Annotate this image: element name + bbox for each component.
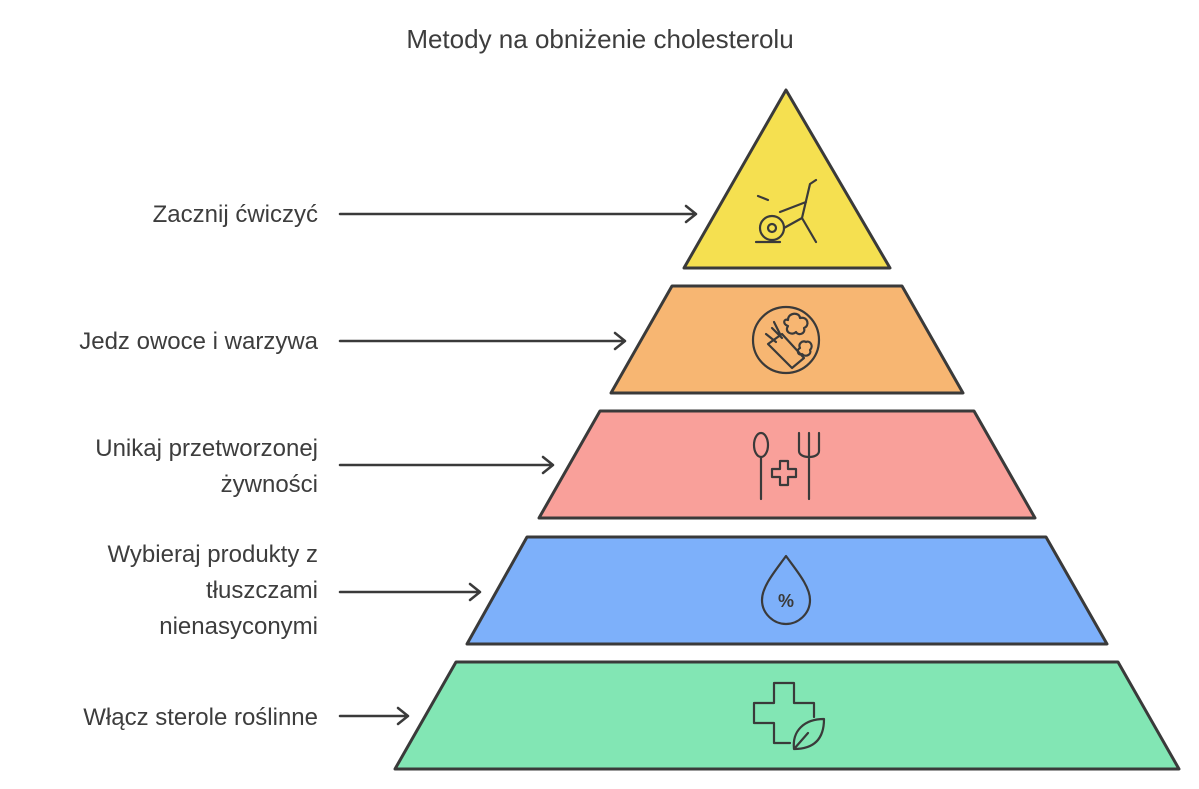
tier-1-arrow [338, 204, 698, 224]
tier-4-shape [465, 535, 1109, 646]
tier-2-arrow [338, 331, 627, 351]
tier-5-shape [393, 660, 1181, 771]
tier-4-label-line-2: tłuszczami [206, 577, 318, 604]
diagram-title: Metody na obniżenie cholesterolu [406, 24, 793, 54]
tier-5: Włącz sterole roślinne [83, 660, 1181, 771]
tier-3-label-line-2: żywności [221, 471, 318, 498]
healthy-utensils-icon [752, 431, 821, 501]
tier-4-label-line-1: Wybieraj produkty z [107, 541, 318, 568]
tier-2: Jedz owoce i warzywa [79, 284, 965, 395]
fruits-vegetables-icon [751, 305, 821, 375]
tier-3-label-line-1: Unikaj przetworzonej [95, 435, 318, 462]
tier-1-shape [682, 88, 892, 270]
fat-percent-drop-icon [760, 554, 812, 626]
tier-3-arrow [338, 455, 555, 475]
tier-4-label-line-3: nienasyconymi [159, 613, 318, 640]
tier-4: % Wybieraj produkty z tłuszczami nienasy… [107, 535, 1109, 646]
tier-5-arrow [338, 706, 410, 726]
tier-3: Unikaj przetworzonej żywności [95, 409, 1037, 520]
percent-symbol: % [778, 591, 794, 611]
tier-5-label-line-1: Włącz sterole roślinne [83, 704, 318, 731]
tier-1: Zacznij ćwiczyć [153, 88, 892, 270]
tier-2-label-line-1: Jedz owoce i warzywa [79, 328, 318, 355]
exercise-bike-icon [754, 178, 818, 244]
health-leaf-icon [752, 681, 826, 751]
tier-4-arrow [338, 582, 482, 602]
tier-1-label-line-1: Zacznij ćwiczyć [153, 201, 318, 228]
